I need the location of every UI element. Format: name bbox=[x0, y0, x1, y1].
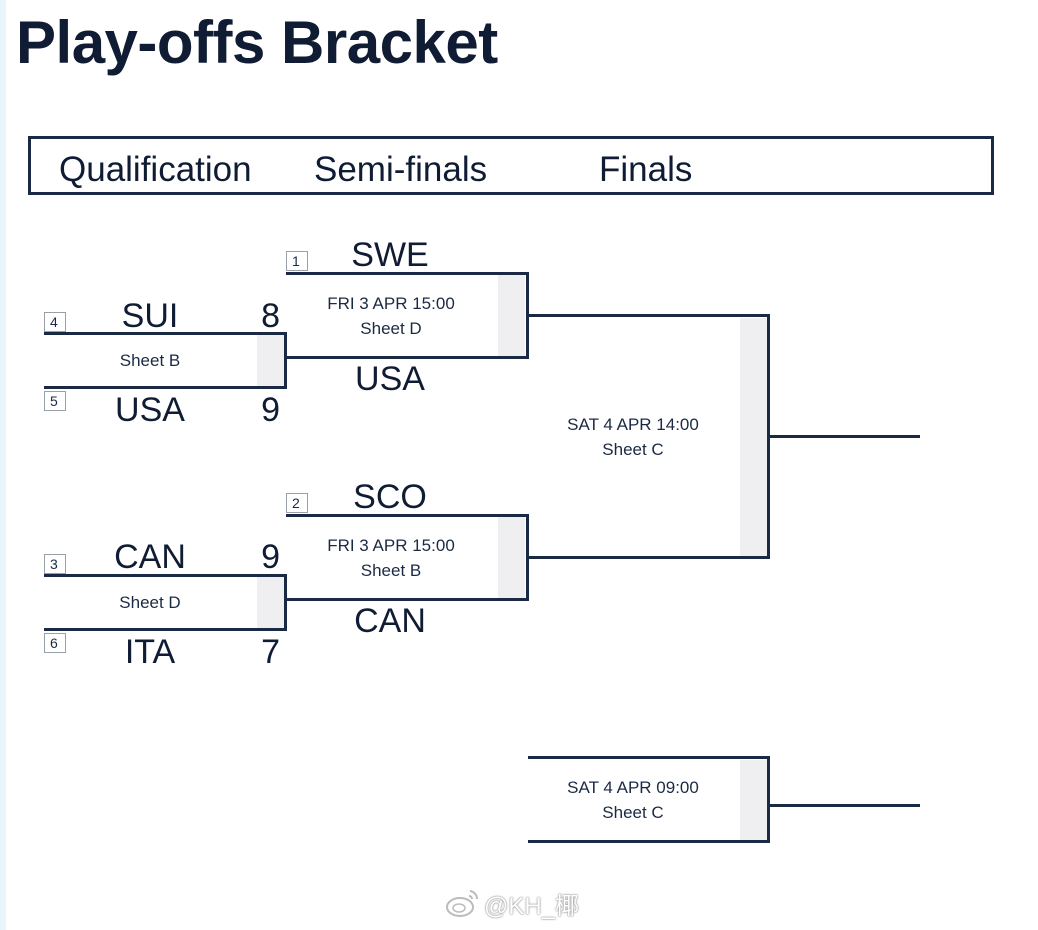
match-venue: Sheet B bbox=[119, 351, 181, 370]
bracket-line bbox=[767, 314, 770, 559]
round-label-finals: Finals bbox=[599, 150, 693, 189]
team-name: CAN bbox=[354, 602, 426, 640]
page-title: Play-offs Bracket bbox=[16, 9, 498, 76]
team-score: 9 bbox=[261, 391, 280, 429]
match-shade bbox=[740, 760, 767, 840]
seed-badge: 5 bbox=[44, 391, 66, 411]
match-datetime: FRI 3 APR 15:00 bbox=[327, 294, 455, 313]
bracket-line bbox=[526, 272, 529, 359]
team-name: USA bbox=[355, 360, 425, 398]
team-name: CAN bbox=[114, 538, 186, 576]
seed-badge: 6 bbox=[44, 633, 66, 653]
bracket-line bbox=[286, 598, 529, 601]
seed-badge: 3 bbox=[44, 554, 66, 574]
seed-badge: 2 bbox=[286, 493, 308, 513]
winner-line bbox=[770, 804, 920, 807]
bracket-line bbox=[44, 628, 287, 631]
bracket-line bbox=[528, 314, 770, 317]
bracket-line bbox=[528, 756, 770, 759]
bracket-line bbox=[528, 556, 770, 559]
bracket-line bbox=[767, 756, 770, 843]
team-score: 9 bbox=[261, 538, 280, 576]
match-venue: Sheet C bbox=[602, 803, 664, 822]
round-header: Qualification Semi-finals Finals bbox=[28, 136, 994, 195]
match-venue: Sheet B bbox=[360, 561, 422, 580]
match-shade bbox=[498, 275, 525, 357]
bracket-line bbox=[528, 840, 770, 843]
team-score: 8 bbox=[261, 297, 280, 335]
match-datetime: SAT 4 APR 14:00 bbox=[567, 415, 699, 434]
bracket-line bbox=[284, 574, 287, 631]
left-edge-strip bbox=[0, 0, 6, 930]
match-shade bbox=[257, 577, 284, 629]
bracket-line bbox=[44, 332, 287, 335]
team-name: SWE bbox=[351, 236, 429, 274]
team-name: SUI bbox=[121, 297, 179, 335]
match-shade bbox=[740, 318, 767, 557]
bracket-line bbox=[286, 356, 529, 359]
winner-line bbox=[770, 435, 920, 438]
match-datetime: SAT 4 APR 09:00 bbox=[567, 778, 699, 797]
match-shade bbox=[257, 335, 284, 387]
team-name: SCO bbox=[353, 478, 427, 516]
seed-badge: 4 bbox=[44, 312, 66, 332]
weibo-logo-icon bbox=[446, 890, 479, 917]
seed-badge: 1 bbox=[286, 251, 308, 271]
team-name: USA bbox=[115, 391, 185, 429]
bracket-line bbox=[526, 514, 529, 601]
bracket-line bbox=[44, 574, 287, 577]
bracket-line bbox=[44, 386, 287, 389]
match-venue: Sheet D bbox=[119, 593, 181, 612]
team-name: ITA bbox=[124, 633, 176, 671]
team-score: 7 bbox=[261, 633, 280, 671]
bracket-line bbox=[286, 514, 529, 517]
match-venue: Sheet D bbox=[360, 319, 422, 338]
match-venue: Sheet C bbox=[602, 440, 664, 459]
watermark-text: @KH_椰 bbox=[484, 893, 580, 920]
bracket-line bbox=[286, 272, 529, 275]
bracket-line bbox=[284, 332, 287, 389]
match-datetime: FRI 3 APR 15:00 bbox=[327, 536, 455, 555]
match-shade bbox=[498, 517, 525, 599]
round-label-qualification: Qualification bbox=[59, 150, 252, 189]
round-label-semi-finals: Semi-finals bbox=[314, 150, 488, 189]
